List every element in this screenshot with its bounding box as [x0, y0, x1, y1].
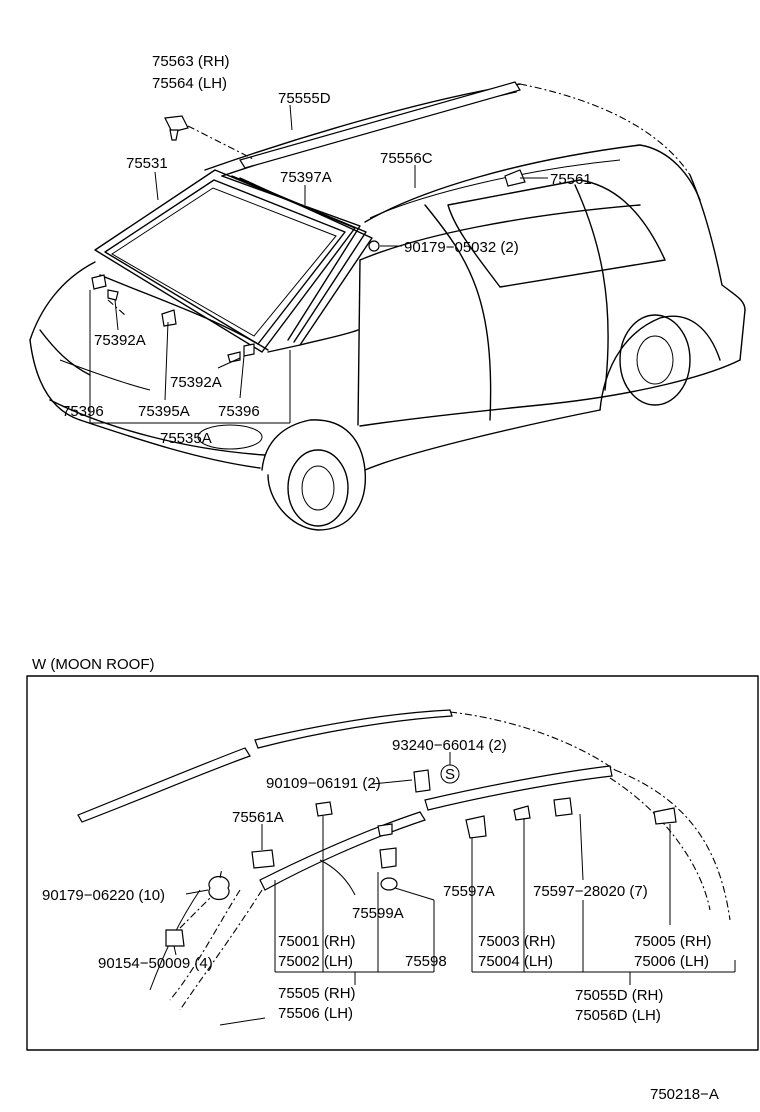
moon-roof-box [26, 675, 759, 1051]
label-75597A: 75597A [443, 883, 495, 900]
label-75531: 75531 [126, 155, 168, 172]
label-75561: 75561 [550, 171, 592, 188]
label-90179-06220: 90179−06220 (10) [42, 887, 165, 904]
label-75395A: 75395A [138, 403, 190, 420]
label-75002: 75002 (LH) [278, 953, 353, 970]
van-illustration [29, 81, 746, 531]
label-75555D: 75555D [278, 90, 331, 107]
label-75597-28020: 75597−28020 (7) [533, 883, 648, 900]
label-75056D: 75056D (LH) [575, 1007, 661, 1024]
label-90179-05032: 90179−05032 (2) [404, 239, 519, 256]
moon-roof-illustration [77, 709, 731, 1026]
label-75392A-right: 75392A [170, 374, 222, 391]
label-75556C: 75556C [380, 150, 433, 167]
label-75004: 75004 (LH) [478, 953, 553, 970]
diagram-code: 750218−A [650, 1086, 719, 1103]
s-mark: S [445, 766, 455, 783]
label-75001: 75001 (RH) [278, 933, 356, 950]
label-75006: 75006 (LH) [634, 953, 709, 970]
label-75055D: 75055D (RH) [575, 987, 663, 1004]
label-75505: 75505 (RH) [278, 985, 356, 1002]
label-75392A-left: 75392A [94, 332, 146, 349]
label-75003: 75003 (RH) [478, 933, 556, 950]
label-75564: 75564 (LH) [152, 75, 227, 92]
label-75396-left: 75396 [62, 403, 104, 420]
box-leader-lines [173, 752, 736, 985]
top-leader-lines [89, 104, 548, 424]
label-75535A: 75535A [160, 430, 212, 447]
top-part-labels: 75563 (RH) 75564 (LH) 75555D 75531 75397… [62, 53, 592, 447]
section-title: W (MOON ROOF) [32, 656, 154, 673]
label-75506: 75506 (LH) [278, 1005, 353, 1022]
box-part-labels: 93240−66014 (2) 90109−06191 (2) S 75561A… [42, 737, 712, 1024]
label-75397A: 75397A [280, 169, 332, 186]
label-75561A: 75561A [232, 809, 284, 826]
label-90154-50009: 90154−50009 (4) [98, 955, 213, 972]
label-75598: 75598 [405, 953, 447, 970]
label-75599A: 75599A [352, 905, 404, 922]
label-90109-06191: 90109−06191 (2) [266, 775, 381, 792]
label-75563: 75563 (RH) [152, 53, 230, 70]
label-93240-66014: 93240−66014 (2) [392, 737, 507, 754]
label-75396-right: 75396 [218, 403, 260, 420]
label-75005: 75005 (RH) [634, 933, 712, 950]
